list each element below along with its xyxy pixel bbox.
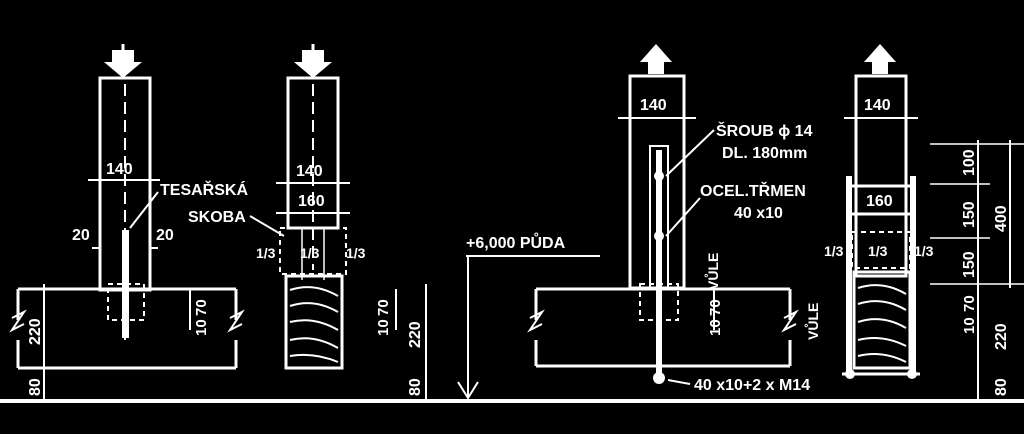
dim-10-4: 10 (961, 317, 978, 334)
arrow-down-icon (294, 50, 332, 78)
label-trmen: OCEL.TŘMEN (700, 181, 806, 200)
stirrup-4 (846, 176, 852, 376)
cramp-1 (122, 230, 129, 338)
third-2a: 1/3 (256, 245, 276, 261)
dim-20-left: 20 (72, 227, 90, 244)
label-tesarska: TESAŘSKÁ (160, 180, 248, 199)
third-2b: 1/3 (300, 245, 320, 261)
third-4c: 1/3 (914, 243, 934, 259)
detail-1: 140 20 20 TESAŘSKÁ SKOBA 220 80 70 10 (9, 44, 285, 400)
dim-400-4: 400 (993, 205, 1010, 232)
label-skoba: SKOBA (188, 209, 246, 226)
dim-140-3: 140 (640, 97, 667, 114)
dim-160-4: 160 (866, 193, 893, 210)
arrow-up-icon (640, 44, 672, 74)
post-4 (854, 74, 908, 278)
dim-220-2: 220 (407, 321, 424, 348)
dim-220-1: 220 (27, 318, 44, 345)
level-label: +6,000 PŮDA (466, 232, 566, 252)
label-vule-3: VŮLE (703, 253, 721, 290)
level-mark: +6,000 PŮDA (457, 232, 600, 400)
dim-150-4b: 150 (961, 251, 978, 278)
label-trmen-size: 40 x10 (734, 205, 783, 222)
dim-100-4: 100 (961, 149, 978, 176)
dim-80-1: 80 (27, 378, 44, 396)
detail-3: 140 ŠROUB ϕ 14 DL. 180mm OCEL.TŘMEN 40 x… (527, 44, 821, 394)
dim-150-4a: 150 (961, 201, 978, 228)
third-4a: 1/3 (824, 243, 844, 259)
detail-2: 140 160 1/3 1/3 1/3 70 10 220 80 (256, 44, 427, 400)
dim-80-4: 80 (993, 378, 1010, 396)
dim-10-1: 10 (193, 319, 210, 336)
detail-4: 140 160 1/3 1/3 1/3 100 150 150 400 70 1… (824, 44, 1024, 400)
label-vule-3b: VŮLE (803, 303, 821, 340)
third-4b: 1/3 (868, 243, 888, 259)
third-2c: 1/3 (346, 245, 366, 261)
dim-160-2: 160 (298, 193, 325, 210)
label-dl: DL. 180mm (722, 145, 807, 162)
dim-10-3: 10 (707, 319, 724, 336)
label-bottom-note: 40 x10+2 x M14 (694, 377, 810, 394)
dim-140-2: 140 (296, 163, 323, 180)
arrow-down-icon (104, 50, 142, 78)
dim-80-2: 80 (407, 378, 424, 396)
beam-section-4 (852, 270, 912, 370)
dim-10-2: 10 (375, 319, 392, 336)
stirrup-3 (656, 150, 662, 380)
dim-140-1: 140 (106, 161, 133, 178)
dim-20-right: 20 (156, 227, 174, 244)
label-sroub: ŠROUB ϕ 14 (716, 121, 813, 140)
dim-70-3: 70 (707, 299, 724, 316)
beam-1 (16, 287, 238, 370)
dim-140-4: 140 (864, 97, 891, 114)
beam-3 (534, 287, 792, 368)
dim-70-1: 70 (193, 299, 210, 316)
dim-70-2: 70 (375, 299, 392, 316)
arrow-up-icon (864, 44, 896, 74)
dim-70-4: 70 (961, 295, 978, 312)
beam-section-2 (284, 274, 344, 370)
dim-220-4: 220 (993, 323, 1010, 350)
